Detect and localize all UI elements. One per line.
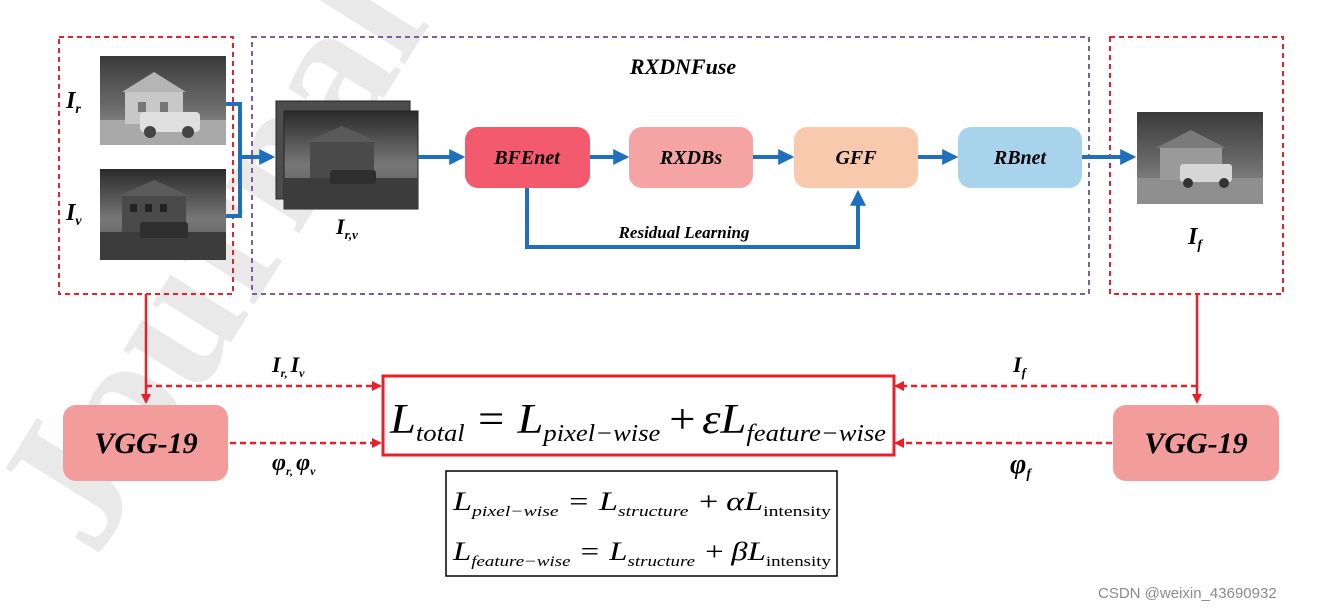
csdn-watermark: CSDN @weixin_43690932 [1098, 585, 1277, 602]
stacked-label: Ir,v [335, 214, 358, 242]
vgg-right-label: VGG-19 [1144, 427, 1247, 460]
vgg-right-block: VGG-19 [1113, 405, 1279, 481]
sub-loss-box [445, 470, 838, 577]
residual-label: Residual Learning [618, 223, 750, 242]
infrared-image [100, 56, 226, 145]
right-bottom-arrow-label: φf [1010, 449, 1032, 482]
infrared-label: Ir [65, 88, 81, 117]
rxdbs-block: RXDBs [629, 127, 753, 188]
gff-label: GFF [835, 147, 877, 169]
residual-connection [525, 188, 866, 249]
fused-image [1137, 112, 1263, 204]
rxdbs-label: RXDBs [659, 147, 722, 169]
fused-label: If [1187, 224, 1203, 253]
bfenet-block: BFEnet [465, 127, 590, 188]
bfenet-label: BFEnet [493, 147, 561, 169]
vgg-left-label: VGG-19 [94, 427, 197, 460]
rbnet-label: RBnet [993, 147, 1048, 169]
left-bottom-arrow-label: φr,φv [272, 450, 316, 478]
rxdnfuse-frame [251, 36, 1090, 295]
left-top-arrow-label: Ir,Iv [271, 352, 305, 380]
vgg-left-block: VGG-19 [63, 405, 228, 481]
stacked-image [275, 100, 419, 210]
visible-label: Iv [65, 200, 82, 229]
diagram-title: RXDNFuse [629, 54, 737, 79]
gff-block: GFF [794, 127, 918, 188]
visible-image [100, 169, 226, 260]
total-loss-box [381, 374, 896, 457]
rbnet-block: RBnet [958, 127, 1082, 188]
right-top-arrow-label: If [1012, 352, 1028, 380]
input-merge-connector [226, 102, 276, 218]
